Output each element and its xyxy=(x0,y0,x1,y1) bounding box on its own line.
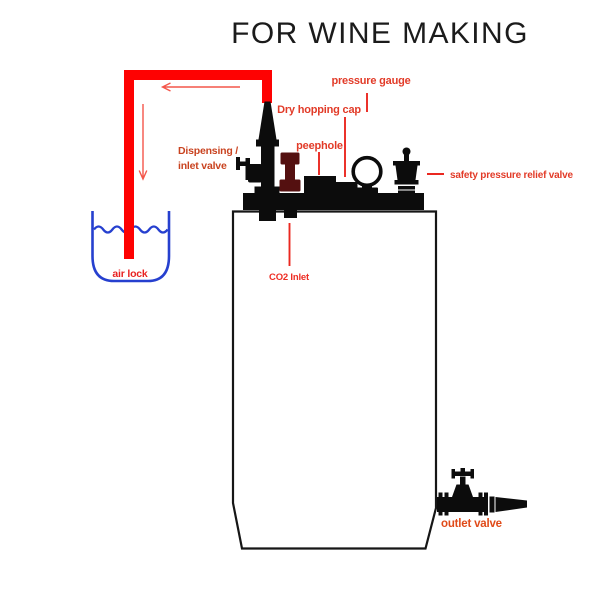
label-dispensing-line1: Dispensing / xyxy=(178,145,238,157)
label-pressure-gauge: pressure gauge xyxy=(331,75,410,87)
peephole-block xyxy=(304,176,336,194)
label-outlet-valve: outlet valve xyxy=(441,518,502,530)
valve-base-flange xyxy=(254,186,280,194)
valve-handle-cap xyxy=(236,157,240,170)
dispensing-inlet-valve xyxy=(236,101,280,194)
tank-lid-group xyxy=(243,193,424,221)
peephole-part xyxy=(304,176,358,194)
safety-relief-valve-part xyxy=(393,147,420,194)
outlet-flange xyxy=(484,492,488,516)
dry-hopping-cap-part xyxy=(279,152,301,192)
page-title: FOR WINE MAKING xyxy=(231,17,529,50)
outlet-flange xyxy=(478,492,483,516)
flow-arrows xyxy=(138,82,240,181)
outlet-valve-bonnet xyxy=(452,484,473,497)
relief-valve-stem xyxy=(404,154,409,163)
tank-lid xyxy=(243,193,424,210)
label-pointer-lines xyxy=(288,93,444,266)
cap-neck xyxy=(285,164,295,180)
cap-bottom xyxy=(279,179,301,192)
relief-valve-body xyxy=(395,165,418,180)
gauge-base xyxy=(356,187,378,196)
outlet-pipe xyxy=(437,497,484,512)
co2-inlet-port xyxy=(284,210,297,218)
valve-pipe xyxy=(261,146,275,187)
label-peephole: peephole xyxy=(296,140,343,152)
valve-collar xyxy=(256,139,279,147)
gas-tube xyxy=(124,70,272,259)
relief-valve-ridge xyxy=(398,186,415,190)
label-air-lock: air lock xyxy=(112,268,148,280)
relief-valve-ridge xyxy=(398,190,415,194)
outlet-flange xyxy=(438,492,443,516)
air-lock-jar-outline xyxy=(91,211,171,283)
gauge-stem xyxy=(362,184,372,189)
outlet-handle-nub xyxy=(460,468,465,473)
outlet-nozzle xyxy=(495,497,527,512)
valve-cone xyxy=(258,101,277,140)
outlet-valve-part xyxy=(437,468,527,516)
label-co2-inlet: CO2 Inlet xyxy=(269,272,310,283)
flow-arrow-left-icon xyxy=(160,82,240,92)
relief-valve-ball xyxy=(402,147,411,156)
relief-valve-step xyxy=(394,180,419,185)
label-dry-hopping-cap: Dry hopping cap xyxy=(277,104,361,116)
valve-side-handle xyxy=(236,161,246,166)
under-lid-tab xyxy=(259,210,276,221)
flow-arrow-down-icon xyxy=(138,104,148,181)
outlet-valve-handle xyxy=(452,471,473,476)
pressure-gauge-part xyxy=(351,155,383,196)
gauge-dial xyxy=(351,155,383,188)
peephole-step xyxy=(336,182,358,194)
valve-side-stem xyxy=(245,158,250,180)
outlet-flange xyxy=(444,492,449,516)
label-safety-pressure-relief-valve: safety pressure relief valve xyxy=(450,170,573,181)
valve-tee-joint xyxy=(248,164,262,183)
outlet-handle-cap xyxy=(470,469,474,479)
relief-valve-flange xyxy=(393,161,420,166)
nozzle-band xyxy=(489,496,495,513)
cap-top xyxy=(280,152,300,165)
outlet-valve-stem xyxy=(460,476,466,486)
label-dispensing-line2: inlet valve xyxy=(178,160,227,172)
outlet-handle-cap xyxy=(451,469,455,479)
tank-body xyxy=(231,210,438,550)
